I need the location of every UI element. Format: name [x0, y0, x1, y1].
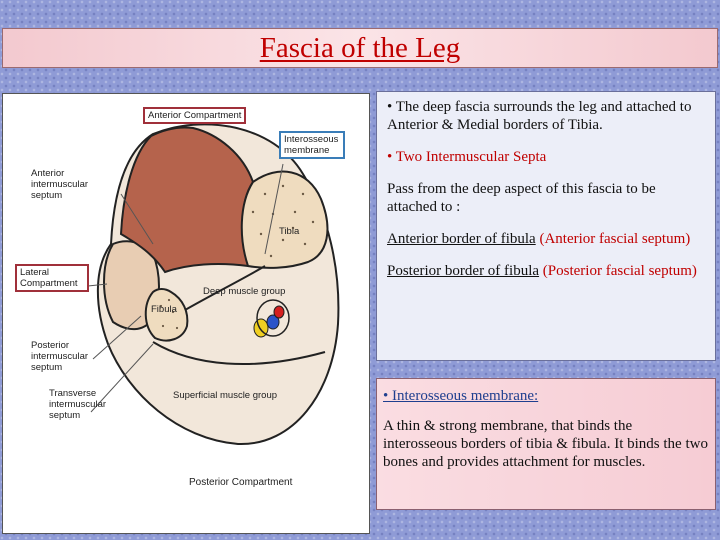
- lateral-compartment-label: Lateral Compartment: [15, 264, 89, 292]
- interosseous-heading: • Interosseous membrane:: [383, 388, 539, 404]
- posterior-border-fibula-text: Posterior border of fibula: [387, 263, 540, 279]
- tibia-label: Tibia: [279, 226, 300, 237]
- pass-from-text: Pass from the deep aspect of this fascia…: [387, 181, 656, 215]
- posterior-tibial-vein: [266, 314, 280, 330]
- interosseous-membrane-label: Interosseous membrane: [279, 131, 345, 159]
- anterior-compartment-label: Anterior Compartment: [143, 107, 247, 124]
- interosseous-membrane-panel: • Interosseous membrane: A thin & strong…: [376, 378, 716, 510]
- fibula-label: Fibula: [151, 304, 177, 315]
- neurovascular-sheath: [256, 299, 290, 337]
- page-title: Fascia of the Leg: [259, 31, 461, 64]
- posterior-compartment-label: Posterior Compartment: [189, 477, 293, 488]
- title-bar: Fascia of the Leg: [2, 28, 718, 68]
- anterior-border-fibula-text: Anterior border of fibula: [387, 231, 536, 247]
- tibia-bone: [240, 170, 329, 269]
- posterior-fascial-septum-text: (Posterior fascial septum): [539, 263, 697, 279]
- fibula-texture: [159, 298, 179, 330]
- leg-cross-section-figure: Anterior Compartment Interosseous membra…: [2, 93, 370, 534]
- interosseous-description: A thin & strong membrane, that binds the…: [383, 418, 708, 470]
- deep-muscle-group-label: Deep muscle group: [203, 286, 286, 297]
- transverse-septum-line: [152, 341, 326, 366]
- bullet-intermuscular-septa: • Two Intermuscular Septa: [387, 149, 547, 165]
- anterior-fascial-septum-text: (Anterior fascial septum): [535, 231, 691, 247]
- bullet-deep-fascia: • The deep fascia surrounds the leg and …: [387, 99, 692, 133]
- posterior-tibial-artery: [273, 305, 285, 319]
- interosseous-membrane-line: [184, 265, 266, 311]
- leg-cross-section-diagram: [87, 123, 340, 446]
- leader-lines: [87, 163, 284, 413]
- posterior-intermuscular-septum-label: Posterior intermuscular septum: [31, 340, 89, 373]
- superficial-muscle-group-label: Superficial muscle group: [173, 390, 278, 401]
- septum-item-anterior: Anterior border of fibula (Anterior fasc…: [387, 230, 707, 248]
- transverse-intermuscular-septum-label: Transverse intermuscular septum: [49, 388, 107, 421]
- anterior-intermuscular-septum-label: Anterior intermuscular septum: [31, 168, 89, 201]
- septum-item-posterior: Posterior border of fibula (Posterior fa…: [387, 262, 707, 280]
- fascia-description-panel: • The deep fascia surrounds the leg and …: [376, 91, 716, 361]
